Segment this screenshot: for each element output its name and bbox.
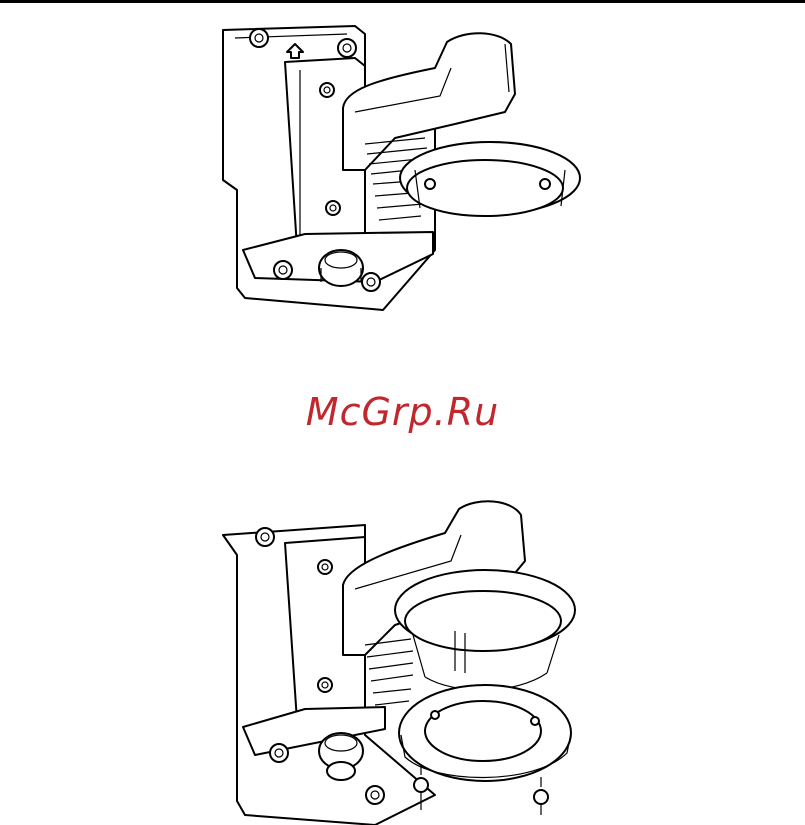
watermark-text: McGrp.Ru [306, 390, 499, 434]
watermark: McGrp.Ru [0, 390, 805, 434]
exploded-bracket-illustration [215, 495, 585, 825]
assembled-bracket-illustration [215, 20, 585, 320]
page-top-rule [0, 0, 805, 3]
